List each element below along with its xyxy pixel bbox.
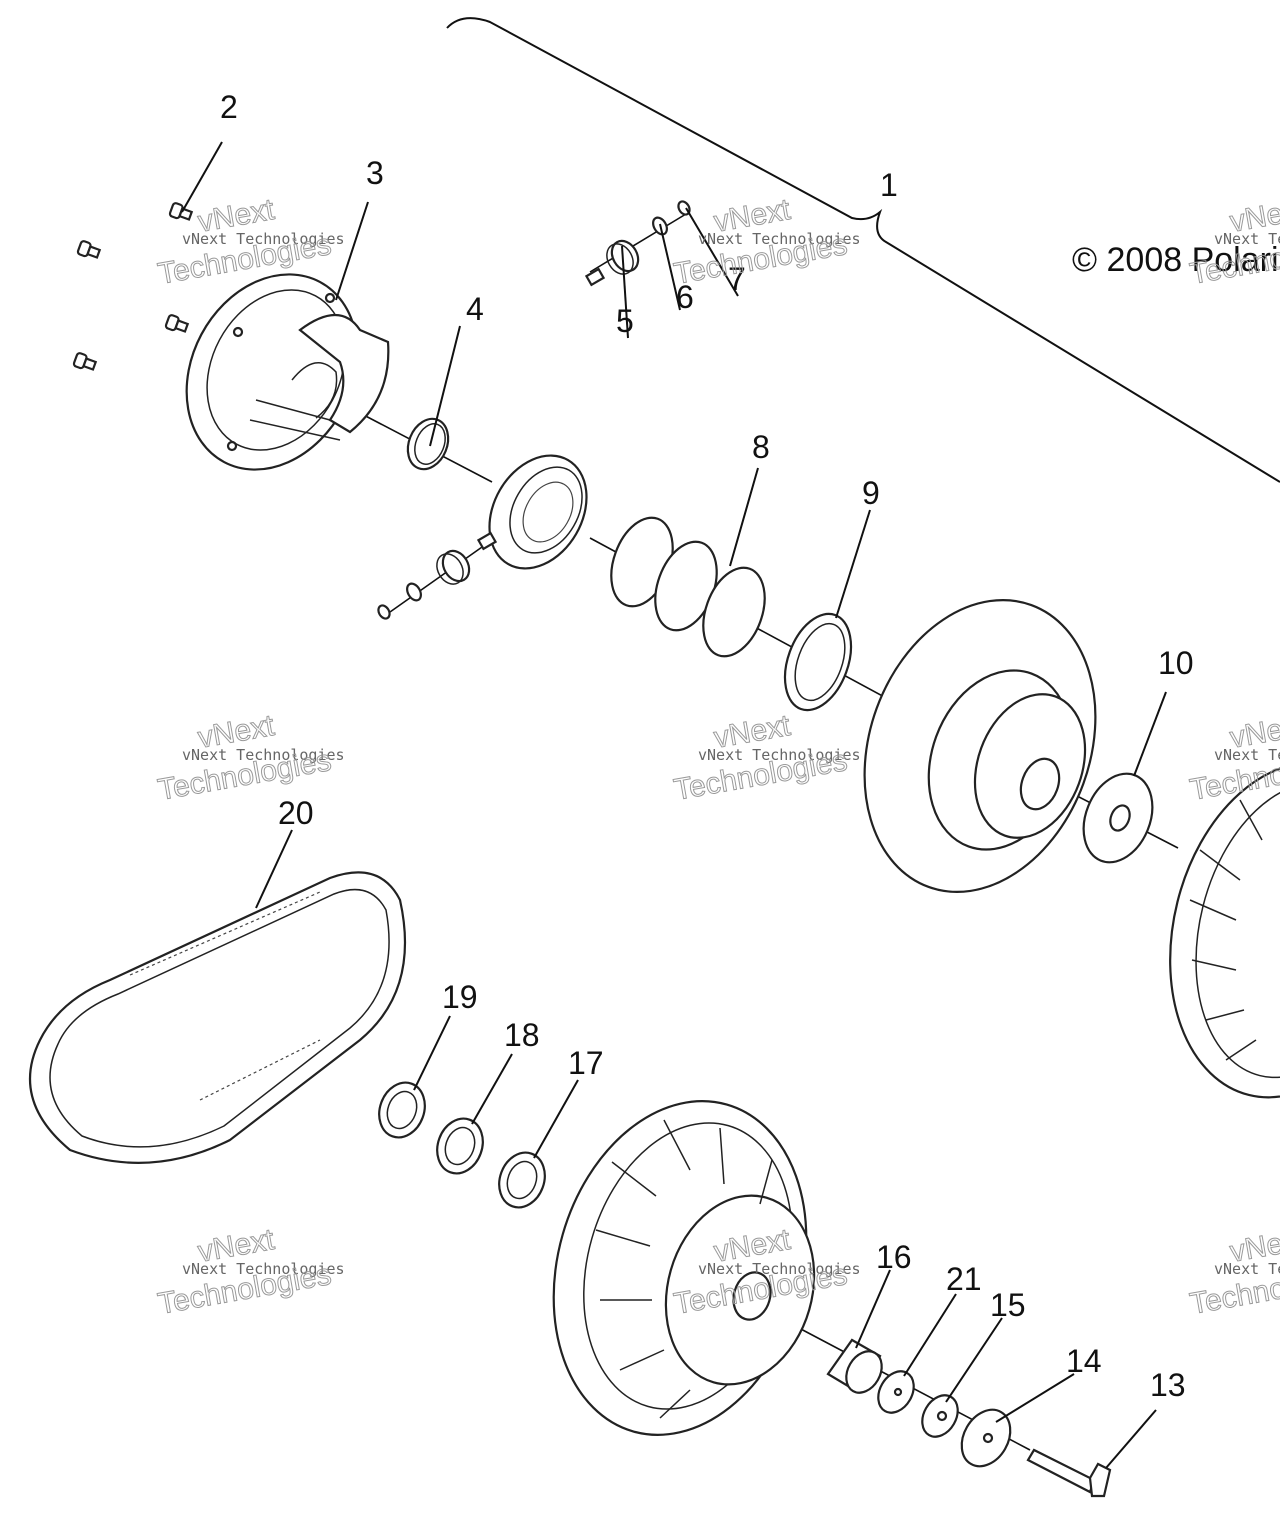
washer-17 [498,1151,546,1209]
callout-20: 20 [278,795,314,831]
svg-text:vNext Technologies: vNext Technologies [182,1260,345,1278]
screw-icon [72,352,98,371]
watermark: vNext vNext Technologies Technologies [155,708,345,807]
callout-14: 14 [1066,1343,1102,1379]
washer-14 [960,1408,1012,1468]
bolt [1026,1448,1112,1498]
copyright-text: © 2008 Polaris [1072,241,1280,279]
svg-text:vNext Technologies: vNext Technologies [698,230,861,248]
svg-text:vNext Technologies: vNext Technologies [182,746,345,764]
callout-8: 8 [752,429,770,465]
svg-text:vNext Technologies: vNext Technologies [698,746,861,764]
spider-hub [476,267,606,570]
drive-belt [28,871,407,1164]
washer-lower [406,582,422,602]
callout-10: 10 [1158,645,1194,681]
screw-icon [76,240,102,259]
callout-1: 1 [880,167,898,203]
washer-19 [378,1081,426,1139]
svg-text:vNext Technologies: vNext Technologies [1214,746,1280,764]
shim-washer [1082,772,1154,864]
roller [606,239,640,275]
assembly-bracket [446,17,1280,483]
snap-ring [406,417,450,471]
washer-15 [921,1394,959,1438]
callout-15: 15 [990,1287,1026,1323]
callout-21: 21 [946,1261,982,1297]
watermark: vNext vNext Technologies Technologies [155,1222,345,1321]
callout-3: 3 [366,155,384,191]
pin-axis-upper [589,213,687,273]
callout-16: 16 [876,1239,912,1275]
svg-text:vNext Technologies: vNext Technologies [698,1260,861,1278]
screw-icon [164,314,190,333]
bushing [826,1338,883,1394]
callout-6: 6 [676,279,694,315]
svg-text:vNext Technologies: vNext Technologies [1214,230,1280,248]
spring-cup [783,612,853,712]
stationary-sheave [1169,761,1280,1099]
clutch-cover [185,273,390,471]
roller-lower [436,549,471,585]
callout-17: 17 [568,1045,604,1081]
washer-21 [877,1370,915,1414]
screw-icon [168,202,194,221]
callout-9: 9 [862,475,880,511]
svg-text:vNext Technologies: vNext Technologies [182,230,345,248]
driven-clutch [552,1100,816,1436]
watermark: vNext vNext Technologies Technologies [671,192,861,291]
callout-19: 19 [442,979,478,1015]
watermark: vNext vNext Technologies Technologies [671,708,861,807]
callout-18: 18 [504,1017,540,1053]
callout-5: 5 [616,303,634,339]
leader-lines [181,141,1167,1469]
callout-2: 2 [220,89,238,125]
callout-7: 7 [728,261,746,297]
e-clip-lower [377,604,391,620]
moveable-sheave [863,599,1097,893]
callout-13: 13 [1150,1367,1186,1403]
spring [610,516,766,658]
watermark: vNext vNext Technologies Technologies [1187,1222,1280,1321]
svg-text:vNext Technologies: vNext Technologies [1214,1260,1280,1278]
watermark: vNext vNext Technologies Technologies [1187,708,1280,807]
washer-18 [436,1117,484,1175]
callout-labels: 1 2 3 4 5 6 7 8 9 10 13 14 15 16 17 18 1… [220,89,1194,1403]
callout-4: 4 [466,291,484,327]
